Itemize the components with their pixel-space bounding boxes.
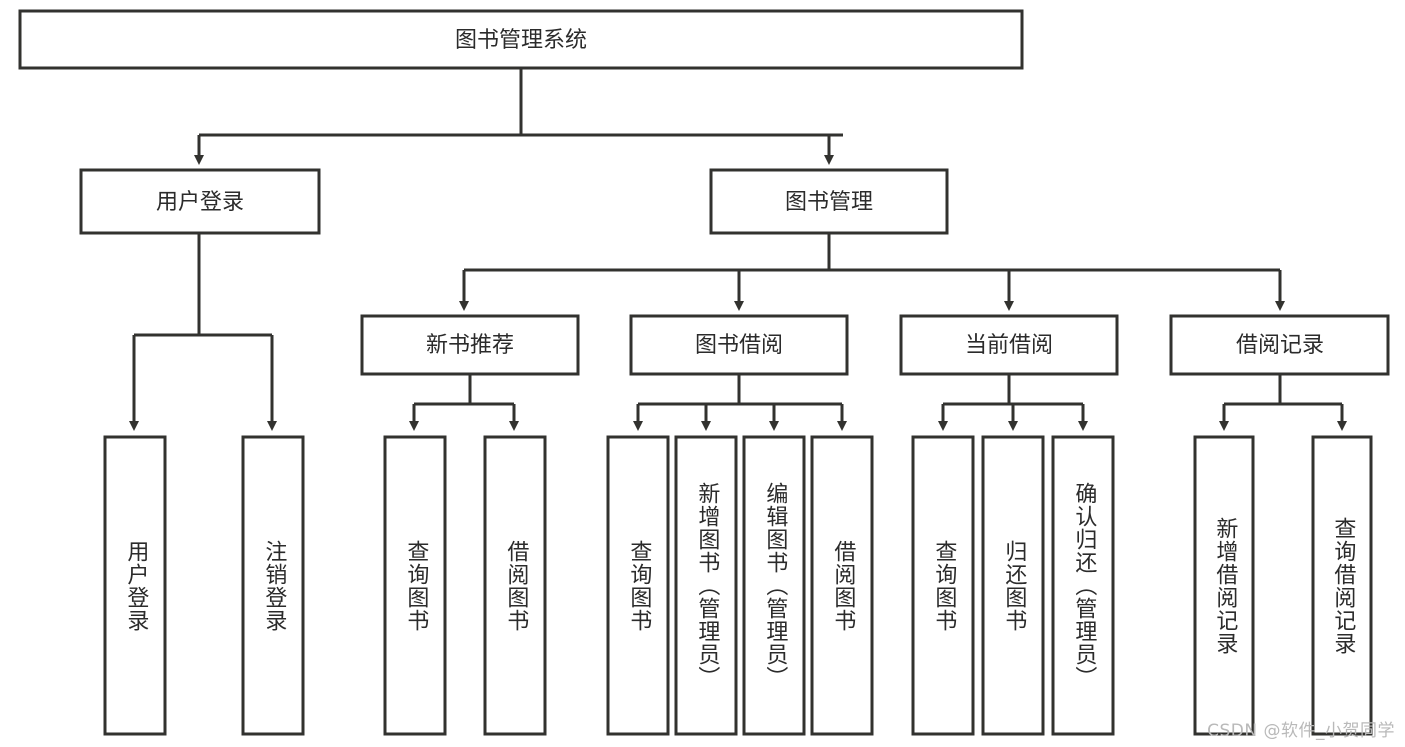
connector-userlogin-to-leaves <box>129 233 277 431</box>
node-new-book-recommend-label: 新书推荐 <box>426 333 514 358</box>
node-book-borrow[interactable] <box>629 314 849 376</box>
leaf-record-add-record[interactable] <box>1193 435 1255 736</box>
node-book-management-label: 图书管理 <box>785 190 873 215</box>
node-current-borrow[interactable] <box>899 314 1119 376</box>
node-root[interactable] <box>18 9 1024 70</box>
node-borrow-record[interactable] <box>1169 314 1390 376</box>
leaf-borrow-edit-book[interactable] <box>742 435 806 736</box>
connector-root-to-level1 <box>194 68 843 165</box>
node-new-book-recommend[interactable] <box>360 314 580 376</box>
csdn-watermark: CSDN @软件_小贺同学 <box>1207 721 1395 741</box>
node-book-borrow-label: 图书借阅 <box>695 333 783 358</box>
leaf-newbook-borrow-book[interactable] <box>483 435 547 736</box>
node-current-borrow-label: 当前借阅 <box>965 333 1053 358</box>
leaf-logout[interactable] <box>241 435 305 736</box>
leaf-borrow-add-book[interactable] <box>674 435 738 736</box>
connector-borrow-to-leaves <box>633 374 847 431</box>
connector-record-to-leaves <box>1219 374 1347 431</box>
connector-bookmgmt-to-level2 <box>459 233 1285 311</box>
connector-newbook-to-leaves <box>409 374 519 431</box>
leaf-current-query-book[interactable] <box>911 435 975 736</box>
leaf-borrow-borrow-book[interactable] <box>810 435 874 736</box>
leaf-user-login[interactable] <box>103 435 167 736</box>
leaf-current-confirm-return[interactable] <box>1051 435 1115 736</box>
node-book-management[interactable] <box>709 168 949 235</box>
leaf-borrow-query-book[interactable] <box>606 435 670 736</box>
node-root-label: 图书管理系统 <box>455 28 587 53</box>
node-user-login-label: 用户登录 <box>156 190 244 215</box>
leaf-current-return-book[interactable] <box>981 435 1045 736</box>
node-borrow-record-label: 借阅记录 <box>1236 333 1324 358</box>
leaf-newbook-query-book[interactable] <box>383 435 447 736</box>
node-user-login[interactable] <box>79 168 321 235</box>
leaf-record-query-record[interactable] <box>1311 435 1373 736</box>
connector-current-to-leaves <box>938 374 1088 431</box>
